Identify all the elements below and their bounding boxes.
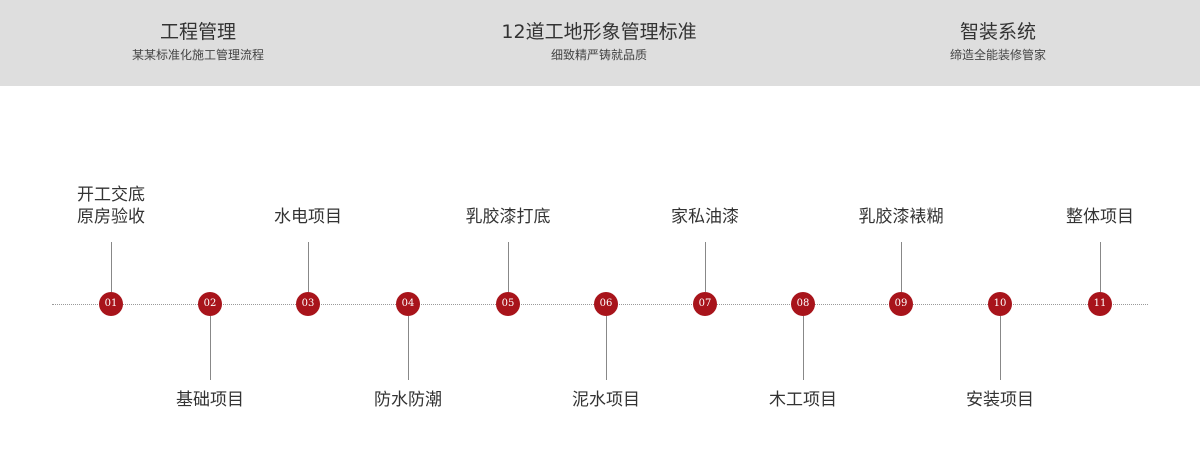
step-label: 防水防潮 xyxy=(374,390,442,410)
connector-line xyxy=(210,316,211,380)
connector-line xyxy=(308,242,309,292)
header-bar: 工程管理 某某标准化施工管理流程 12道工地形象管理标准 细致精严铸就品质 智装… xyxy=(0,0,1200,86)
step-number-badge: 03 xyxy=(296,292,320,316)
step-label: 安装项目 xyxy=(966,390,1034,410)
header-title: 智装系统 xyxy=(959,21,1036,43)
step-number-badge: 04 xyxy=(396,292,420,316)
connector-line xyxy=(901,242,902,292)
step-number-badge: 06 xyxy=(594,292,618,316)
connector-line xyxy=(1000,316,1001,380)
step-label: 泥水项目 xyxy=(572,390,640,410)
step-number-badge: 02 xyxy=(198,292,222,316)
step-label: 水电项目 xyxy=(274,207,342,227)
step-number-badge: 09 xyxy=(889,292,913,316)
header-subtitle: 缔造全能装修管家 xyxy=(949,48,1046,62)
step-label: 乳胶漆打底 xyxy=(465,207,551,227)
step-label: 木工项目 xyxy=(769,390,837,410)
header-title: 工程管理 xyxy=(159,21,236,43)
connector-line xyxy=(1100,242,1101,292)
connector-line xyxy=(803,316,804,380)
step-label: 整体项目 xyxy=(1066,207,1134,227)
connector-line xyxy=(508,242,509,292)
step-number-badge: 01 xyxy=(99,292,123,316)
step-number-badge: 10 xyxy=(988,292,1012,316)
step-label: 乳胶漆裱糊 xyxy=(858,207,944,227)
header-subtitle: 细致精严铸就品质 xyxy=(550,48,647,62)
header-subtitle: 某某标准化施工管理流程 xyxy=(131,48,264,62)
step-number-badge: 11 xyxy=(1088,292,1112,316)
header-item-smart-system: 智装系统 缔造全能装修管家 xyxy=(838,18,1158,64)
step-number-badge: 07 xyxy=(693,292,717,316)
step-label: 基础项目 xyxy=(176,390,244,410)
step-number-badge: 05 xyxy=(496,292,520,316)
header-title: 12道工地形象管理标准 xyxy=(501,21,697,43)
connector-line xyxy=(111,242,112,292)
header-item-engineering: 工程管理 某某标准化施工管理流程 xyxy=(38,18,358,64)
step-label: 开工交底 原房验收 xyxy=(77,185,145,227)
connector-line xyxy=(705,242,706,292)
connector-line xyxy=(408,316,409,380)
connector-line xyxy=(606,316,607,380)
step-number-badge: 08 xyxy=(791,292,815,316)
step-label: 家私油漆 xyxy=(671,207,739,227)
header-item-standards: 12道工地形象管理标准 细致精严铸就品质 xyxy=(439,18,759,64)
